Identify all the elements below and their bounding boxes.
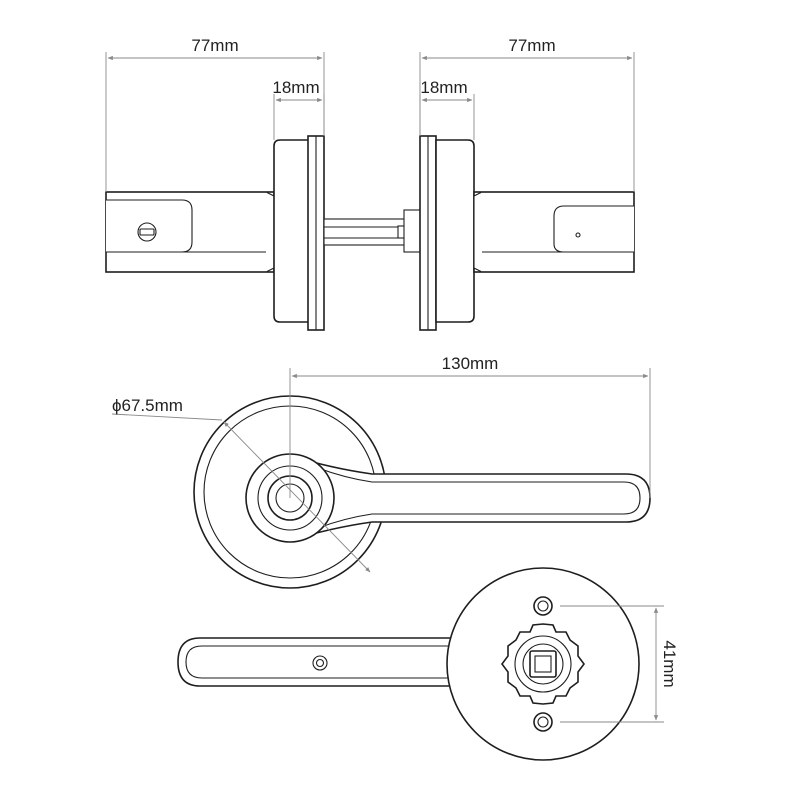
front-view: 130mm ϕ67.5mm — [111, 354, 651, 589]
dim-label-130: 130mm — [442, 354, 499, 373]
left-lever-side — [105, 191, 275, 273]
dim-label-right-18: 18mm — [420, 78, 467, 97]
spindle-side — [323, 209, 421, 253]
right-lever-side — [473, 191, 635, 273]
back-view: 41mm — [177, 567, 679, 761]
spindle-gear-icon — [501, 623, 585, 705]
dim-label-right-77: 77mm — [508, 36, 555, 55]
right-rose-side — [419, 135, 475, 331]
dim-rose-diameter: ϕ67.5mm — [111, 396, 371, 573]
dim-right-rose: 18mm — [419, 78, 475, 140]
dim-label-left-18: 18mm — [272, 78, 319, 97]
dim-left-rose: 18mm — [272, 78, 325, 140]
dim-label-left-77: 77mm — [191, 36, 238, 55]
left-rose-side — [273, 135, 325, 331]
dim-screw-spacing: 41mm — [560, 605, 679, 723]
upper-screw-hole — [533, 596, 553, 616]
dim-label-diameter: ϕ67.5mm — [112, 396, 183, 415]
side-view: 77mm 77mm 18mm 18mm — [105, 36, 635, 331]
keyhole-icon — [137, 222, 157, 242]
dim-label-41: 41mm — [660, 640, 679, 687]
screw-icon — [312, 655, 328, 671]
lower-screw-hole — [533, 712, 553, 732]
dim-lever-length: 130mm — [289, 354, 651, 498]
